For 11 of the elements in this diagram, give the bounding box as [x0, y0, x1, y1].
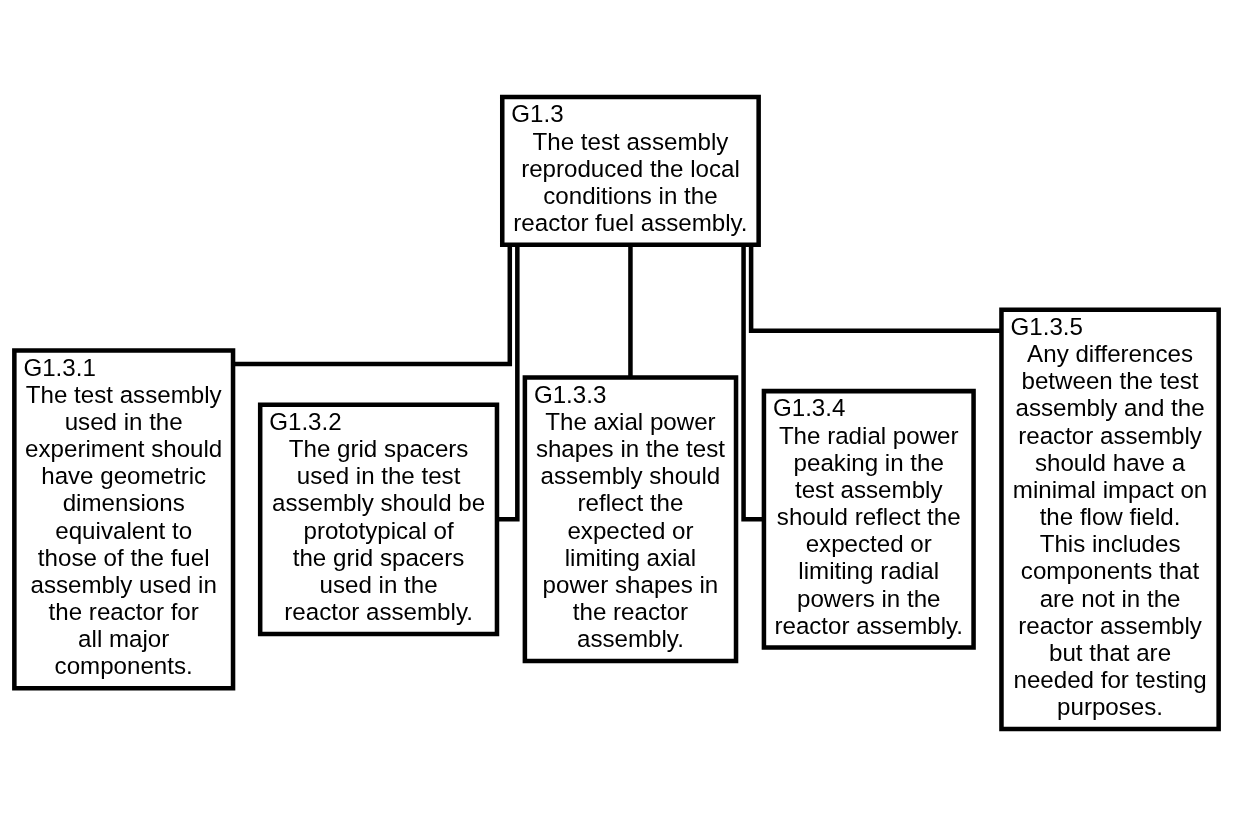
- node-box: G1.3.4 The radial power peaking in the test assembly should reflect the expected or limiting radial powers in the reactor assembly.: [761, 388, 976, 650]
- connector: [233, 244, 513, 366]
- connector: [628, 244, 633, 377]
- node-box: G1.3.2 The grid spacers used in the test assembly should be prototypical of the grid spacers used in the reactor assembly.: [257, 401, 500, 636]
- connector: [497, 244, 520, 522]
- node-box: G1.3 The test assembly reproduced the local conditions in the reactor fuel assembly.: [500, 94, 761, 247]
- node-box: G1.3.1 The test assembly used in the experiment should have geometric dimensions equivalent to those of the fuel assembly used in the reactor for all major components.: [12, 347, 236, 690]
- node-box: G1.3.5 Any differences between the test assembly and the reactor assembly should have a minimal impact on the flow field. This includes components that are not in the reactor assembly but that are needed for testing purposes.: [999, 306, 1221, 731]
- connector: [748, 244, 1002, 333]
- node-box: G1.3.3 The axial power shapes in the test assembly should reflect the expected or limiting axial power shapes in the reactor assembly.: [522, 374, 739, 663]
- connector: [741, 244, 764, 522]
